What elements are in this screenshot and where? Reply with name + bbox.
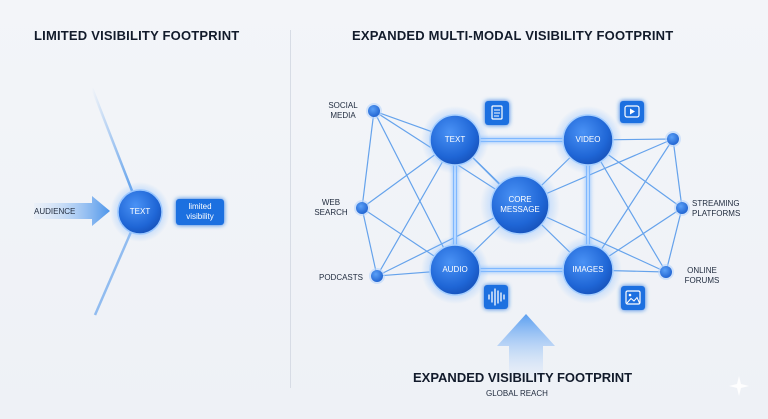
top-right-dot (667, 133, 679, 145)
streaming-label-1: STREAMING (692, 199, 740, 208)
core-message-node (490, 175, 550, 235)
left-text-node (117, 189, 163, 235)
reach-up-arrow (497, 314, 555, 380)
play-video-icon (620, 101, 644, 123)
podcasts-dot (371, 270, 383, 282)
link-social-web (361, 110, 375, 209)
limited-visibility-callout (176, 199, 224, 225)
social-media-dot (368, 105, 380, 117)
image-icon (621, 286, 645, 310)
callout-line-2: visibility (186, 212, 214, 221)
left-diagram (34, 87, 224, 316)
audience-label: AUDIENCE (34, 207, 76, 216)
video-mode-label: VIDEO (575, 135, 601, 144)
ray-upper (90, 87, 136, 197)
social-media-label-1: SOCIAL (328, 101, 358, 110)
audience-arrow (34, 196, 110, 226)
online-forums-dot (660, 266, 672, 278)
right-panel-title: EXPANDED MULTI-MODAL VISIBILITY FOOTPRIN… (352, 28, 674, 43)
channel-dots (354, 103, 690, 284)
images-mode-label: IMAGES (572, 265, 604, 274)
forums-label-2: FORUMS (684, 276, 720, 285)
web-search-label-1: WEB (321, 198, 341, 207)
mode-nodes (421, 106, 622, 304)
audio-waveform-icon (484, 285, 508, 309)
audio-mode-node (429, 244, 481, 296)
panel-divider (290, 30, 291, 388)
forums-label-1: ONLINE (687, 266, 717, 275)
video-mode-node (562, 114, 614, 166)
link-web-podcasts (361, 207, 378, 277)
web-search-dot (356, 202, 368, 214)
ray-lower (93, 224, 136, 316)
text-mode-node (429, 114, 481, 166)
core-label-line-2: MESSAGE (500, 205, 540, 214)
streaming-label-2: PLATFORMS (692, 209, 741, 218)
images-mode-node (562, 244, 614, 296)
footer-subtitle: GLOBAL REACH (486, 389, 548, 398)
social-media-label-2: MEDIA (330, 111, 356, 120)
streaming-platforms-dot (676, 202, 688, 214)
link-streaming-forums (665, 207, 683, 273)
callout-line-1: limited (188, 202, 212, 211)
footer-title: EXPANDED VISIBILITY FOOTPRINT (413, 370, 633, 385)
text-mode-label: TEXT (444, 135, 466, 144)
left-text-node-label: TEXT (129, 207, 151, 216)
audio-mode-label: AUDIO (442, 265, 468, 274)
web-search-label-2: SEARCH (314, 208, 348, 217)
left-panel-title: LIMITED VISIBILITY FOOTPRINT (34, 28, 240, 43)
core-label-line-1: CORE (508, 195, 532, 204)
sparkle-icon (729, 376, 749, 396)
link-top-streaming (672, 138, 683, 209)
podcasts-label: PODCASTS (318, 273, 363, 282)
document-icon (485, 101, 509, 125)
